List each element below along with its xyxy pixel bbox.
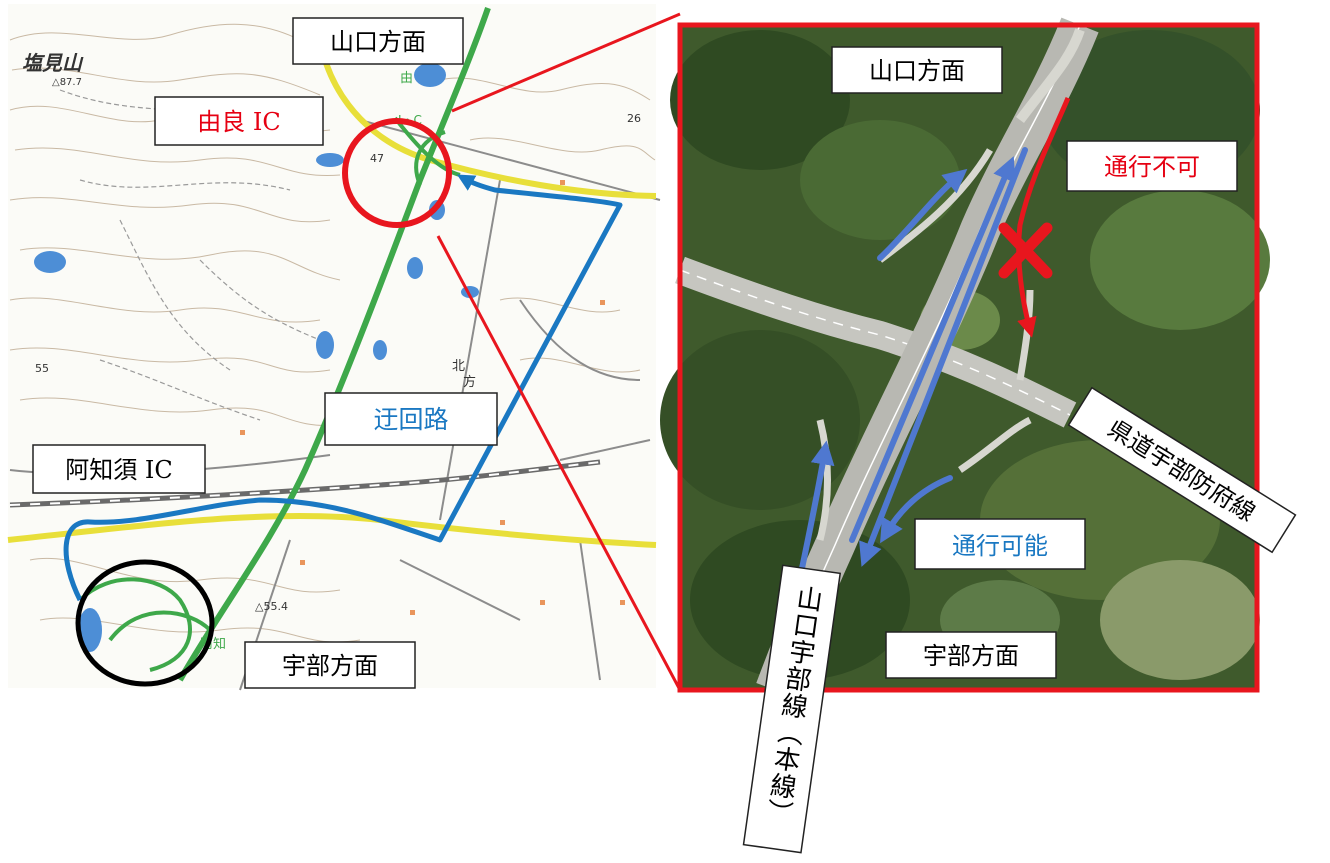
rail-line — [9, 459, 601, 508]
zoom-connector-lines — [436, 12, 682, 691]
closed-route-arrow — [1016, 97, 1071, 338]
callout-detour: 迂回路 — [324, 392, 498, 446]
callout-ube-left: 宇部方面 — [244, 641, 416, 689]
callout-ube-left-text: 宇部方面 — [282, 652, 378, 680]
callout-ube-right-text: 宇部方面 — [923, 642, 1019, 670]
place-label-kita: 北 — [452, 359, 465, 374]
callout-detour-text: 迂回路 — [373, 405, 448, 434]
callout-yura-ic-text: 由良 IC — [197, 108, 280, 136]
callout-main-line: 山口宇部線（本線） — [742, 564, 842, 854]
callout-passable: 通行可能 — [914, 518, 1086, 570]
elevation-26: 26 — [627, 112, 641, 125]
callout-passable-text: 通行可能 — [952, 532, 1048, 560]
callout-no-passage-text: 通行不可 — [1104, 153, 1200, 181]
yura-ic-highlight-circle — [342, 118, 452, 228]
place-label-shiomiyama: 塩見山 — [22, 51, 84, 75]
topographic-map: 塩見山 △87.7 47 55 26 △55.4 北 方 由 I・C 阿知 — [7, 4, 661, 691]
callout-yamaguchi-right: 山口方面 — [831, 46, 1003, 94]
aerial-frame — [677, 22, 1260, 693]
spot-height-summit: △87.7 — [52, 77, 82, 88]
callout-achisu-ic-text: 阿知須 IC — [65, 456, 172, 484]
highway — [78, 7, 491, 682]
callout-achisu-ic: 阿知須 IC — [32, 444, 206, 494]
closed-x-mark — [998, 222, 1053, 279]
callout-yamaguchi-right-text: 山口方面 — [869, 57, 965, 85]
aerial-photo: 山口方面 通行不可 通行可能 宇部方面 県道宇部防府線 山口宇部線（本線） — [660, 17, 1297, 854]
place-label-kata: 方 — [463, 374, 476, 390]
achisu-ic-highlight-circle — [75, 559, 215, 687]
passable-flow-arrows — [797, 147, 1028, 581]
elevation-47: 47 — [370, 152, 384, 165]
callout-yura-ic: 由良 IC — [154, 96, 324, 146]
callout-ube-right: 宇部方面 — [885, 631, 1057, 679]
detour-route-line — [63, 174, 623, 602]
callout-yamaguchi-left-text: 山口方面 — [330, 28, 426, 56]
callout-yamaguchi-left: 山口方面 — [292, 17, 464, 65]
callout-no-passage: 通行不可 — [1066, 140, 1238, 192]
elevation-55: 55 — [35, 362, 49, 375]
map-text-yura: 由 — [400, 71, 413, 86]
spot-height-554: △55.4 — [255, 600, 288, 613]
